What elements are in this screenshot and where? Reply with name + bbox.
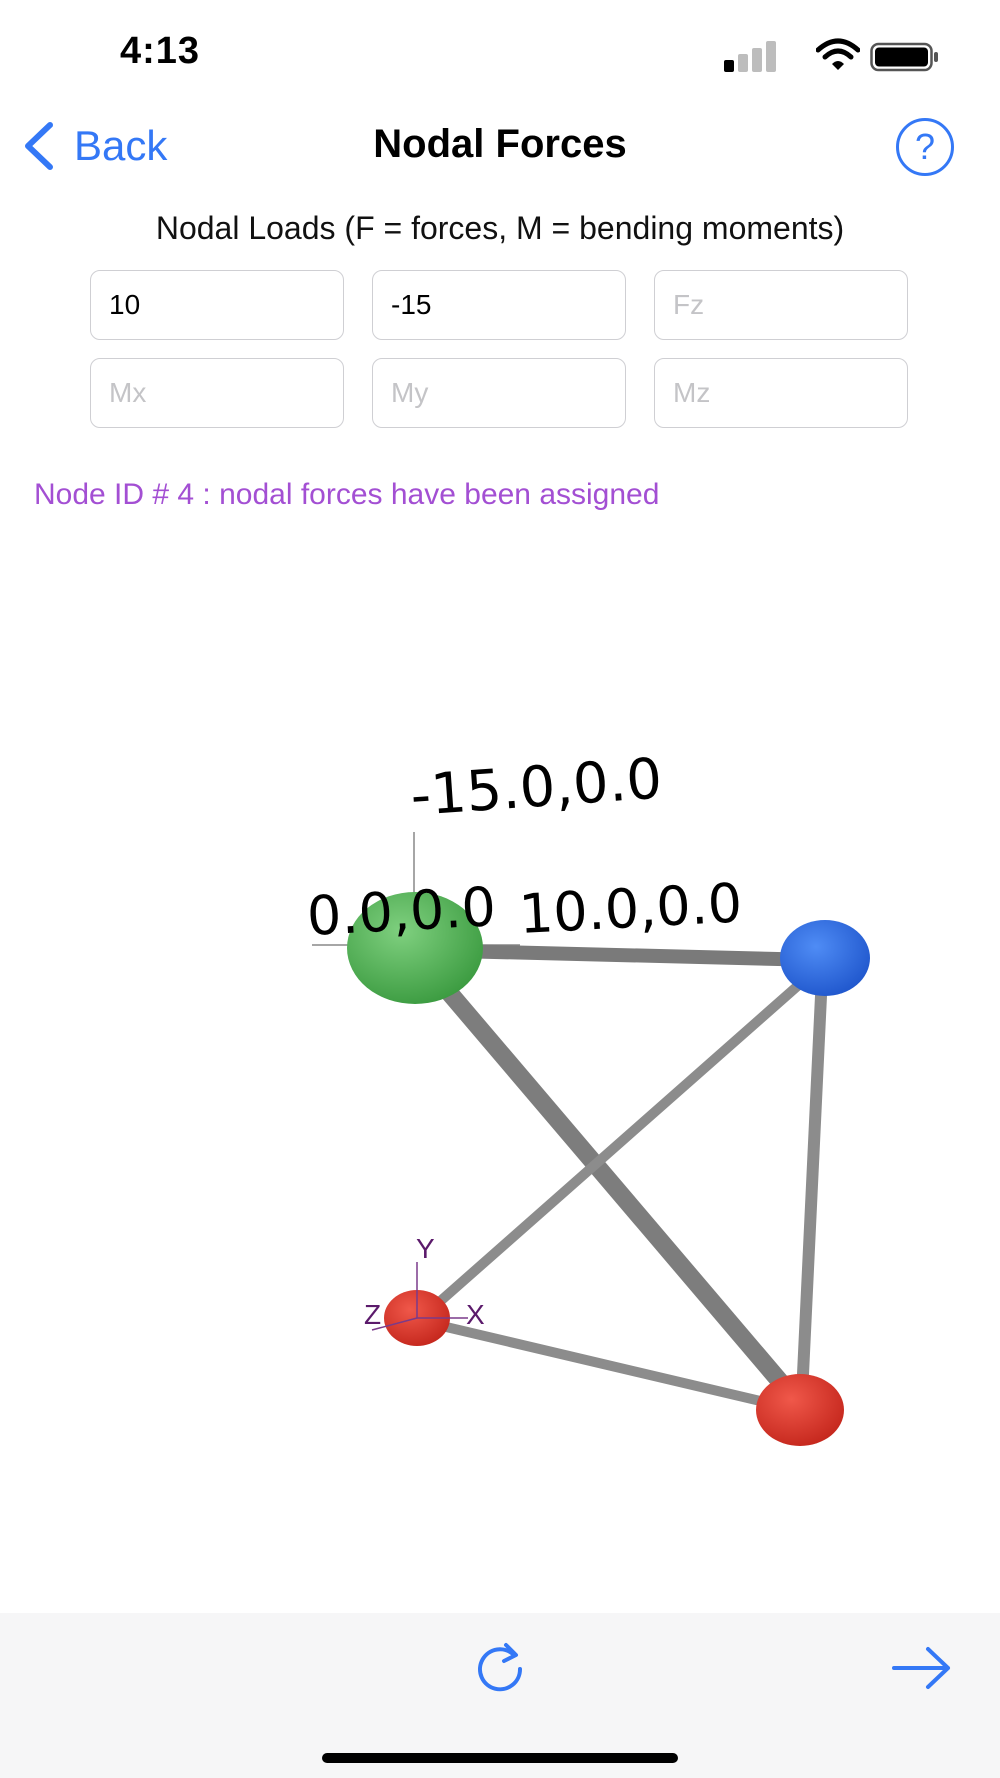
home-indicator [322, 1753, 678, 1763]
member-diagonal-main [421, 961, 809, 1414]
node-red-bottom-right[interactable] [756, 1374, 844, 1446]
force-label-left: 0.0,0.0 [305, 875, 497, 948]
fy-input[interactable] [372, 270, 626, 340]
status-icons [724, 38, 938, 74]
status-message: Node ID # 4 : nodal forces have been ass… [34, 478, 660, 511]
axis-z-line [371, 1317, 418, 1331]
navigation-bar: Back Nodal Forces ? [0, 110, 1000, 180]
back-label: Back [74, 122, 168, 169]
truss-3d-view[interactable]: Y X Z -15.0,0.0 0.0,0.0 10.0,0.0 [0, 560, 1000, 1460]
wifi-icon [816, 38, 860, 70]
status-bar: 4:13 [0, 0, 1000, 100]
fz-input[interactable] [654, 270, 908, 340]
force-label-right: 10.0,0.0 [517, 871, 743, 946]
battery-icon [870, 42, 938, 72]
mx-input[interactable] [90, 358, 344, 428]
arrow-right-icon[interactable] [890, 1643, 954, 1693]
member-diagonal-cross [423, 970, 815, 1317]
help-button[interactable]: ? [896, 118, 954, 176]
node-blue[interactable] [780, 920, 870, 996]
cellular-signal-icon [724, 41, 776, 72]
member-bottom [420, 1317, 795, 1413]
loads-heading: Nodal Loads (F = forces, M = bending mom… [155, 210, 845, 246]
back-button[interactable]: Back [20, 118, 167, 174]
mz-input[interactable] [654, 358, 908, 428]
refresh-icon[interactable] [470, 1637, 530, 1697]
member-right [796, 969, 828, 1401]
status-time: 4:13 [120, 30, 201, 72]
force-label-top: -15.0,0.0 [408, 747, 664, 829]
chevron-left-icon [25, 122, 53, 170]
bottom-toolbar [0, 1613, 1000, 1778]
node-green[interactable] [347, 892, 483, 1004]
axis-y-label: Y [416, 1233, 435, 1264]
page-title: Nodal Forces [373, 122, 627, 166]
axis-x-label: X [466, 1299, 485, 1330]
my-input[interactable] [372, 358, 626, 428]
axis-z-label: Z [364, 1299, 381, 1330]
fx-input[interactable] [90, 270, 344, 340]
